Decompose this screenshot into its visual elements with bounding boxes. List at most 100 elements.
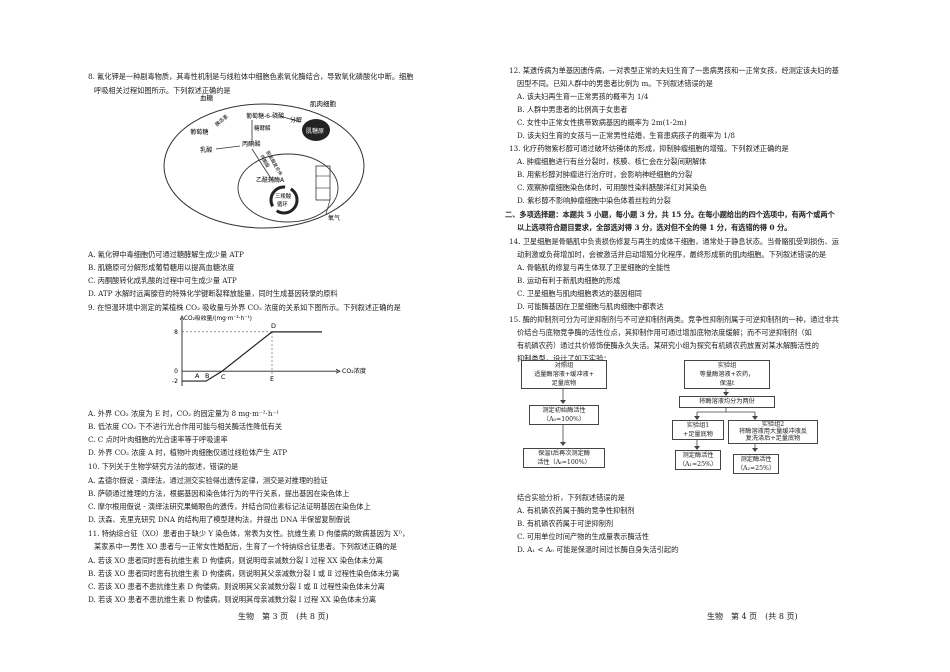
experiment-2-box: 实验组2 将酶溶液用大量缓冲液反 复洗涤后+足量底物 — [728, 420, 818, 444]
y-tick-label: 8 — [174, 329, 178, 336]
lactate-label: 乳酸 — [200, 146, 212, 154]
result-2-line-2: （A₂=25%） — [736, 465, 776, 472]
remeasure-line-2: 活性（Aₜ=100%） — [537, 459, 591, 466]
q11-option-d: D. 若该 XO 患者不患抗维生素 D 佝偻病，则说明其母亲减数分裂 Ⅰ 过程 … — [88, 595, 377, 604]
point-label-b: B — [205, 372, 209, 380]
q10-option-d: D. 沃森、克里克研究 DNA 的结构用了模型建构法，并提出 DNA 半保留复制… — [88, 515, 351, 524]
q13-option-d: D. 紫杉醇不影响肿瘤细胞中染色体着丝粒的分裂 — [517, 196, 671, 205]
control-title: 对照组 — [554, 362, 574, 369]
experiment-2-line-3: 复洗涤后+足量底物 — [745, 435, 801, 442]
q12-option-a: A. 该夫妇再生育一正常男孩的概率为 1/4 — [517, 92, 649, 101]
section-header-1: 二、多项选择题：本题共 5 小题，每小题 3 分，共 15 分。在每小题给出的四… — [505, 210, 835, 219]
control-group-box: 对照组 适量酶溶液+缓冲液+ 足量底物 — [521, 360, 607, 389]
q13-option-a: A. 肿瘤细胞进行有丝分裂时，核膜、核仁会在分裂间期解体 — [517, 157, 707, 166]
experiment-title: 实验组 — [717, 362, 737, 369]
q15-stem-1: 15. 酶的抑制剂可分为可逆抑制剂与不可逆抑制剂两类。竞争性抑制剂属于可逆抑制剂… — [509, 315, 839, 324]
remeasure-line-1: 保温t后再次测定酶 — [538, 450, 590, 457]
decompose-label: 分解 — [290, 116, 302, 124]
experiment-1-line-2: +足量底物 — [683, 431, 713, 438]
glycolysis-label: 糖酵解 — [254, 124, 271, 132]
flowchart-arrows — [560, 388, 758, 452]
q14-stem-2: 动刺激或负荷增加时，会被激活并启动增殖分化程序，最终形成新的肌肉细胞。下列叙述错… — [517, 250, 827, 259]
oxygen-label: 氧气 — [328, 214, 340, 222]
pyruvate-label: 丙酮酸 — [242, 140, 261, 148]
q11-option-b: B. 若该 XO 患者同时患有抗维生素 D 佝偻病，则说明其父亲减数分裂 Ⅰ 或… — [88, 569, 400, 578]
result-1-box: 测定酶活性 （A₁=25%） — [675, 450, 721, 470]
q15-stem-4: 抑制类型，设计了如下实验： — [517, 354, 611, 363]
q12-option-c: C. 女性中正常女性携带致病基因的概率为 2m(1-2m) — [517, 118, 687, 127]
result-2-line-1: 测定酶活性 — [740, 456, 772, 463]
q8-option-a: A. 氰化钾中毒细胞仍可通过糖酵解生成少量 ATP — [88, 250, 244, 259]
q12-stem-1: 12. 某遗传病为单基因遗传病，一对表型正常的夫妇生育了一患病男孩和一正常女孩，… — [509, 66, 839, 75]
acetyl-coa-label: 乙酰辅酶A — [256, 176, 285, 184]
x-mark-e: E — [270, 375, 274, 383]
tca-label-1: 三羧酸 — [275, 192, 292, 200]
tca-label-2: 循环 — [277, 200, 288, 208]
x-axis-arrow — [335, 368, 341, 374]
initial-activity-line-1: 测定初始酶活性 — [542, 407, 586, 414]
q12-option-b: B. 人群中男患者的比例高于女患者 — [517, 105, 628, 114]
q9-option-a: A. 外界 CO₂ 浓度为 E 时，CO₂ 的固定量为 8 mg·m⁻²·h⁻¹ — [88, 409, 280, 418]
point-label-c: C — [221, 373, 226, 381]
page-3-footer: 生物 第 3 页 (共 8 页) — [238, 612, 329, 621]
q14-stem-1: 14. 卫星细胞是骨骼肌中负责损伤修复与再生的成体干细胞，通常处于静息状态。当骨… — [509, 237, 839, 246]
remeasure-box: 保温t后再次测定酶 活性（Aₜ=100%） — [523, 448, 605, 468]
insulin-label: 胰岛素 — [214, 113, 230, 128]
result-1-line-1: 测定酶活性 — [682, 452, 714, 459]
q15-stem-3: 有机磷农药）通过共价修饰使酶永久失活。某研究小组为探究有机磷农药放置对某水解酶活… — [517, 341, 819, 350]
experiment-line-2: 等量酶溶液+农药， — [699, 371, 755, 378]
q13-option-b: B. 用紫杉醇对肿瘤进行治疗时，会影响神经细胞的分裂 — [517, 170, 693, 179]
tca-cycle-icon — [269, 185, 299, 215]
page-4-footer: 生物 第 4 页 (共 8 页) — [707, 612, 798, 621]
experiment-line-3: 保温t — [719, 380, 735, 387]
q12-stem-2: 因型不同。已知人群中的男患者比例为 m。下列叙述错误的是 — [517, 79, 713, 88]
experiment-1-box: 实验组1 +足量底物 — [672, 420, 724, 440]
y-tick-label: 0 — [174, 368, 178, 375]
initial-activity-box: 测定初始酶活性 （A₀=100%） — [529, 405, 599, 425]
q9-stem: 9. 在恒温环境中测定的某植株 CO₂ 吸收量与外界 CO₂ 浓度的关系如下图所… — [88, 303, 401, 312]
q11-stem-2: 某家系中一男性 XO 患者与一正常女性婚配后，生育了一个特纳综合征患者。下列叙述… — [94, 542, 397, 551]
g6p-label: 葡萄糖-6-磷酸 — [246, 112, 284, 120]
initial-activity-line-2: （A₀=100%） — [542, 416, 586, 423]
page-3: 8. 氰化钾是一种剧毒物质，其毒性机制是与线粒体中细胞色素氧化酶结合，导致氧化磷… — [88, 72, 414, 621]
x-axis-label: CO₂浓度 — [342, 367, 366, 375]
q14-option-c: C. 卫星细胞与肌肉细胞表达的基因相同 — [517, 289, 642, 298]
q8-stem-2: 呼吸相关过程如图所示。下列叙述正确的是 — [94, 86, 231, 95]
glycogen-shape — [302, 119, 330, 141]
result-1-line-2: （A₁=25%） — [678, 461, 718, 468]
split-box: 将酶溶液均分为两份 — [679, 396, 775, 408]
section-header-2: 以上选项符合题目要求，全部选对得 3 分，选对但不全的得 1 分，有选错的得 0… — [517, 223, 792, 232]
q13-stem: 13. 化疗药物紫杉醇可通过破坏纺锤体的形成，抑制肿瘤细胞的增殖。下列叙述正确的… — [509, 144, 789, 153]
q15-stem-2: 价结合与底物竞争酶的活性位点，其抑制作用可通过增加底物浓度缓解；而不可逆抑制剂（… — [517, 328, 812, 337]
q15-option-c: C. 可用单位时间产物的生成量表示酶活性 — [517, 532, 650, 541]
q14-option-a: A. 骨骼肌的修复与再生体现了卫星细胞的全能性 — [517, 263, 671, 272]
enzyme-experiment-flowchart: 对照组 适量酶溶液+缓冲液+ 足量底物 实验组 等量酶溶液+农药， 保温t 将酶… — [519, 360, 819, 488]
co2-curve — [182, 331, 322, 382]
q10-option-c: C. 摩尔根用假说 - 演绎法研究果蝇眼色的遗传，并结合同位素标记法证明基因在染… — [88, 502, 371, 511]
y-axis-arrow — [179, 315, 185, 321]
q9-option-d: D. 外界 CO₂ 浓度 A 时，植物叶肉细胞仅通过线粒体产生 ATP — [88, 448, 288, 457]
split-label: 将酶溶液均分为两份 — [699, 398, 755, 405]
cell-respiration-diagram: 血糖 肌肉细胞 葡萄糖 葡萄糖-6-磷酸 胰岛素 糖酵解 分解 肌糖原 丙酮酸 … — [163, 94, 365, 229]
point-label-d: D — [271, 322, 276, 330]
q12-option-d: D. 该夫妇生育的女孩与一正常男性结婚，生育患病孩子的概率为 1/8 — [517, 131, 735, 140]
experiment-1-title: 实验组1 — [686, 422, 710, 429]
q11-option-c: C. 若该 XO 患者不患抗维生素 D 佝偻病，则说明其父亲减数分裂 Ⅰ 或 Ⅱ… — [88, 582, 385, 591]
glucose-label: 葡萄糖 — [190, 128, 209, 136]
q9-option-c: C. C 点时叶肉细胞的光合速率等于呼吸速率 — [88, 435, 228, 444]
q8-stem-1: 8. 氰化钾是一种剧毒物质，其毒性机制是与线粒体中细胞色素氧化酶结合，导致氧化磷… — [88, 72, 414, 81]
muscle-cell-label: 肌肉细胞 — [310, 99, 337, 108]
experiment-group-box: 实验组 等量酶溶液+农药， 保温t — [684, 360, 770, 389]
q10-option-a: A. 孟德尔假说 - 演绎法，通过测交实验得出遗传定律，测交是对推理的验证 — [88, 476, 328, 485]
experiment-2-line-2: 将酶溶液用大量缓冲液反 — [738, 428, 808, 435]
control-line-3: 足量底物 — [551, 380, 577, 387]
y-axis-label: CO₂吸收量/(mg·m⁻²·h⁻¹) — [184, 314, 252, 322]
q15-after: 结合实验分析，下列叙述错误的是 — [517, 493, 625, 502]
q11-stem-1: 11. 特纳综合征（XO）患者由于缺少 Y 染色体，常表为女性。抗维生素 D 佝… — [88, 529, 410, 538]
q9-option-b: B. 低浓度 CO₂ 下不进行光合作用可能与相关酶活性降低有关 — [88, 422, 283, 431]
q10-stem: 10. 下列关于生物学研究方法的叙述，错误的是 — [88, 462, 239, 471]
q15-option-a: A. 有机磷农药属于酶的竞争性抑制剂 — [517, 506, 635, 515]
q13-option-c: C. 观察肿瘤细胞染色体时，可用酸性染料醋酸洋红对其染色 — [517, 183, 707, 192]
result-2-box: 测定酶活性 （A₂=25%） — [733, 454, 779, 474]
